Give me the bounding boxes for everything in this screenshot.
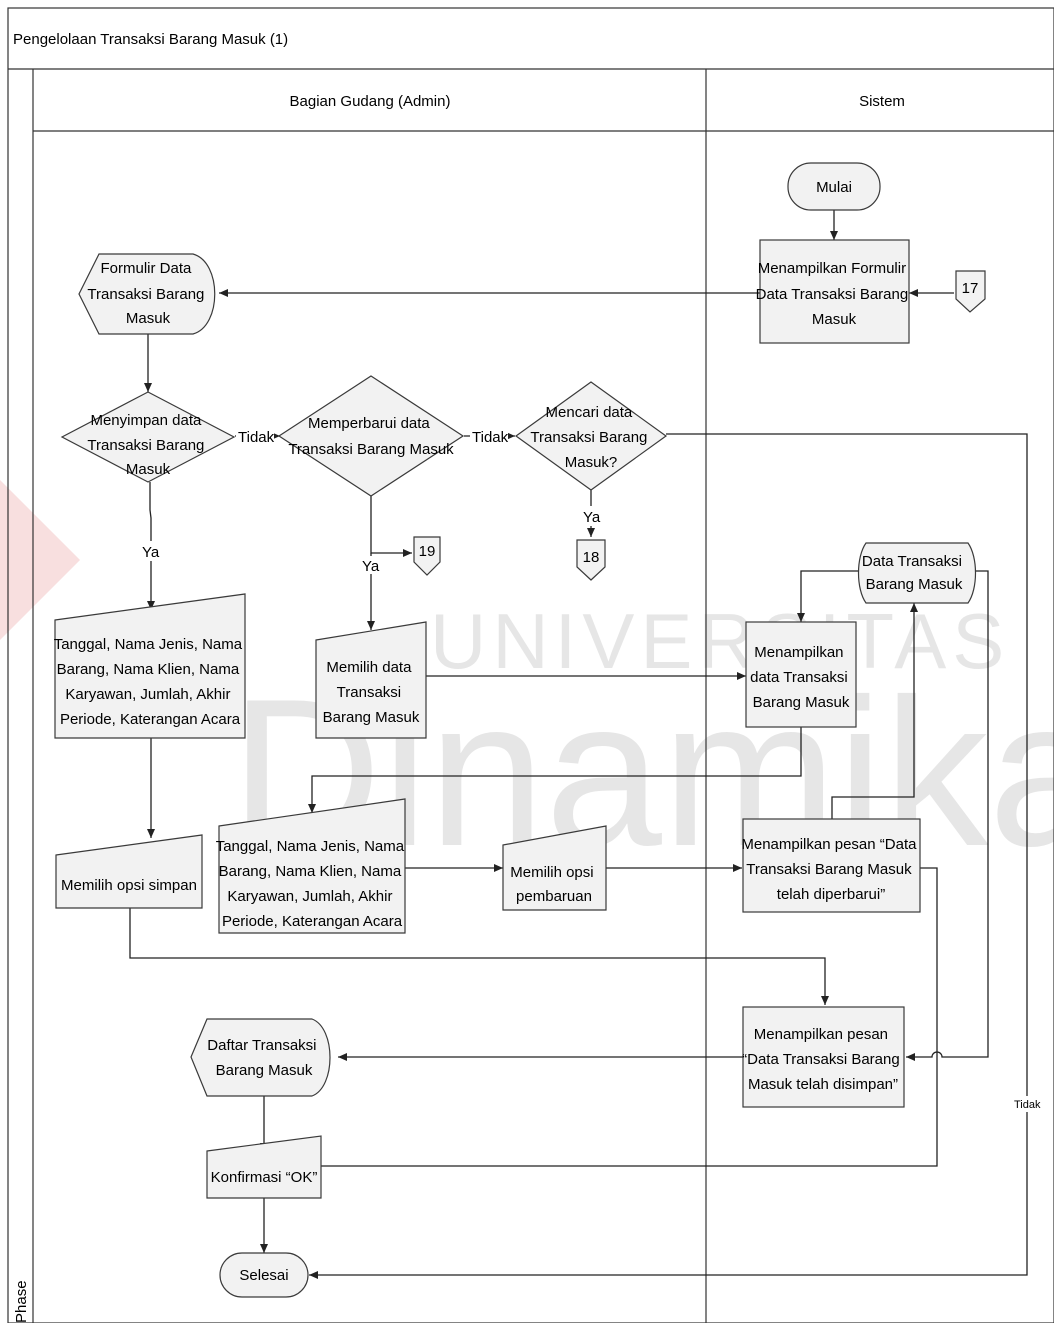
edge-labels: Tidak Tidak Ya Ya Ya Tidak — [140, 426, 1042, 1112]
edge-opsi-simpan-pesan-disimpan — [129, 908, 829, 1005]
decision-memperbarui: Memperbarui data Transaksi Barang Masuk — [277, 375, 465, 497]
tampil-form-text: Menampilkan Formulir Data Transaksi Bara… — [756, 260, 913, 328]
manual-input-update: Tanggal, Nama Jenis, Nama Barang, Nama K… — [216, 798, 409, 934]
form-doc-text: Formulir Data Transaksi Barang Masuk — [87, 260, 208, 327]
tampil-data-text: Menampilkan data Transaksi Barang Masuk — [750, 644, 852, 711]
label-tidak-2: Tidak — [472, 429, 509, 446]
offpage-connector-17: 17 — [955, 270, 986, 313]
pilih-data-text: Memilih data Transaksi Barang Masuk — [323, 659, 420, 726]
label-tidak-3: Tidak — [1014, 1099, 1041, 1111]
daftar-text: Daftar Transaksi Barang Masuk — [207, 1037, 320, 1079]
terminator-mulai: Mulai — [787, 162, 881, 211]
process-pesan-disimpan: Menampilkan pesan “Data Transaksi Barang… — [742, 1006, 905, 1108]
manual-input-simpan: Tanggal, Nama Jenis, Nama Barang, Nama K… — [54, 593, 247, 739]
edge-perbarui-ya-19 — [370, 496, 412, 557]
label-ya-simpan: Ya — [142, 544, 160, 561]
pesan-disimpan-text: Menampilkan pesan “Data Transaksi Barang… — [742, 1026, 904, 1093]
nodes: Mulai Menampilkan Formulir Data Transaks… — [54, 162, 986, 1298]
konfirmasi-text: Konfirmasi “OK” — [211, 1169, 318, 1186]
phase-label: Phase — [13, 1280, 30, 1323]
decision-mencari: Mencari data Transaksi Barang Masuk? — [514, 381, 668, 491]
opsi-pembaruan-text: Memilih opsi pembaruan — [510, 864, 598, 905]
edge-tampil-data-input-update — [308, 727, 802, 813]
edge-pesan-diperbarui-store — [831, 603, 918, 819]
process-tampil-data: Menampilkan data Transaksi Barang Masuk — [745, 621, 857, 728]
data-store-text: Data Transaksi Barang Masuk — [862, 553, 966, 593]
swimlane-pool: Pengelolaan Transaksi Barang Masuk (1) B… — [7, 7, 1054, 1323]
process-tampil-formulir: Menampilkan Formulir Data Transaksi Bara… — [756, 239, 913, 344]
lane-title-sistem: Sistem — [859, 93, 905, 110]
display-daftar-transaksi: Daftar Transaksi Barang Masuk — [190, 1018, 331, 1097]
pesan-diperbarui-text: Menampilkan pesan “Data Transaksi Barang… — [741, 836, 920, 903]
watermark-top-text: UNIVERSITAS — [430, 597, 1010, 685]
conn-18-text: 18 — [583, 549, 600, 566]
offpage-connector-19: 19 — [413, 536, 441, 576]
manual-input-konfirmasi: Konfirmasi “OK” — [206, 1135, 322, 1199]
label-ya-cari: Ya — [583, 509, 601, 526]
display-formulir-data: Formulir Data Transaksi Barang Masuk — [78, 253, 216, 335]
conn-19-text: 19 — [419, 543, 436, 560]
edge-cari-tidak-selesai — [309, 433, 1028, 1279]
dec-simpan-text: Menyimpan data Transaksi Barang Masuk — [87, 412, 208, 478]
lane-title-admin: Bagian Gudang (Admin) — [290, 93, 451, 110]
label-ya-perbarui: Ya — [362, 558, 380, 575]
terminator-selesai: Selesai — [219, 1252, 309, 1298]
dec-cari-text: Mencari data Transaksi Barang Masuk? — [530, 404, 651, 471]
conn-17-text: 17 — [962, 280, 979, 297]
input-simpan-text: Tanggal, Nama Jenis, Nama Barang, Nama K… — [54, 636, 247, 728]
mulai-text: Mulai — [816, 179, 852, 196]
decision-menyimpan: Menyimpan data Transaksi Barang Masuk — [60, 391, 236, 483]
offpage-connector-18: 18 — [576, 539, 606, 581]
edge-simpan-ya-input — [147, 482, 155, 610]
selesai-text: Selesai — [239, 1267, 288, 1284]
process-pesan-diperbarui: Menampilkan pesan “Data Transaksi Barang… — [741, 818, 921, 913]
label-tidak-1: Tidak — [238, 429, 275, 446]
input-update-text: Tanggal, Nama Jenis, Nama Barang, Nama K… — [216, 838, 409, 930]
manual-input-opsi-simpan: Memilih opsi simpan — [55, 834, 203, 909]
manual-input-opsi-pembaruan: Memilih opsi pembaruan — [502, 825, 607, 911]
edge-store-pesan-disimpan — [906, 570, 989, 1061]
display-data-store: Data Transaksi Barang Masuk — [857, 542, 977, 604]
edge-store-tampil-data — [797, 570, 858, 622]
opsi-simpan-text: Memilih opsi simpan — [61, 877, 197, 894]
manual-input-pilih-data: Memilih data Transaksi Barang Masuk — [315, 621, 427, 739]
edge-pesan-diperbarui-konfirmasi — [305, 867, 938, 1170]
watermark-logo-icon — [0, 480, 80, 640]
dec-perbarui-text: Memperbarui data Transaksi Barang Masuk — [288, 415, 454, 458]
pool-title: Pengelolaan Transaksi Barang Masuk (1) — [13, 31, 288, 48]
